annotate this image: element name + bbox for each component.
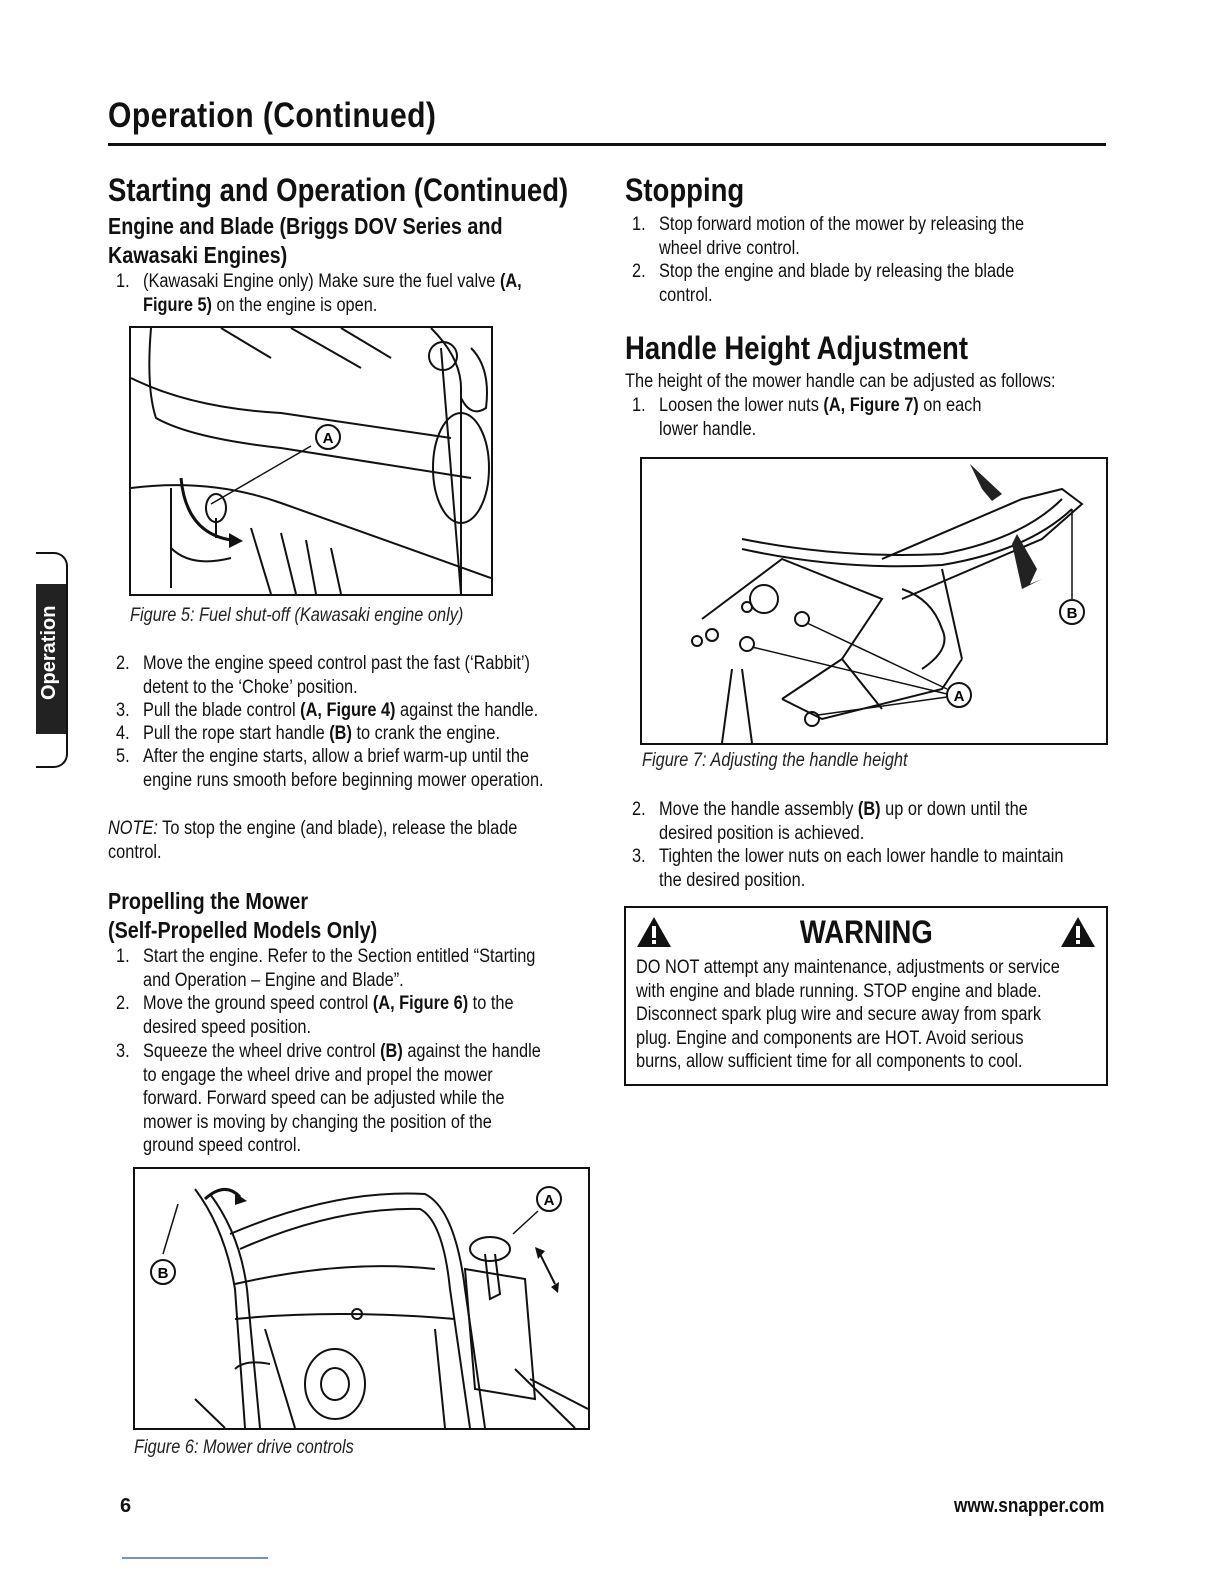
handle-intro: The height of the mower handle can be ad… [625, 371, 1056, 392]
warning-text: DO NOT attempt any maintenance, adjustme… [636, 957, 1060, 1073]
title-rule [108, 143, 1106, 146]
section-heading-handle-height: Handle Height Adjustment [625, 330, 968, 366]
down-arrow-icon [1012, 534, 1042, 589]
page-title: Operation (Continued) [108, 96, 437, 135]
figure5-callout-a-marker [315, 424, 341, 450]
figure-6-caption: Figure 6: Mower drive controls [134, 1437, 354, 1458]
subheading-engine-blade: Engine and Blade (Briggs DOV Series and … [108, 213, 503, 268]
section-heading-starting: Starting and Operation (Continued) [108, 172, 569, 208]
figure-7-handle-height: A B [640, 457, 1108, 745]
figure-7-caption: Figure 7: Adjusting the handle height [642, 750, 908, 771]
section-heading-stopping: Stopping [625, 172, 745, 208]
figure7-callout-b: B [1067, 605, 1078, 622]
figure6-callout-b-marker [150, 1259, 176, 1285]
warning-title: WARNING [799, 914, 933, 950]
footer-url: www.snapper.com [954, 1495, 1105, 1517]
page-number: 6 [120, 1495, 132, 1517]
side-tab-label: Operation [38, 605, 60, 700]
figure6-callout-a: A [544, 1192, 555, 1209]
figure-6-mower-drive-controls: B A [133, 1167, 590, 1430]
warning-box: WARNING DO NOT attempt any maintenance, … [624, 906, 1108, 1086]
figure7-callout-b-marker [1059, 599, 1085, 625]
note-text: NOTE: To stop the engine (and blade), re… [108, 818, 518, 863]
figure-5-caption: Figure 5: Fuel shut-off (Kawasaki engine… [130, 605, 464, 626]
figure6-callout-a-marker [536, 1186, 562, 1212]
warning-icon [637, 917, 671, 947]
up-arrow-icon [970, 464, 1002, 501]
subheading-propelling: Propelling the Mower (Self-Propelled Mod… [108, 888, 378, 943]
figure5-callout-a: A [323, 430, 334, 447]
side-tab-marker [36, 584, 66, 734]
figure7-callout-a: A [954, 688, 965, 705]
figure-5-fuel-shutoff: A [129, 326, 493, 596]
figure6-callout-b: B [158, 1265, 169, 1282]
warning-icon [1061, 917, 1095, 947]
side-tab [36, 552, 68, 768]
figure7-callout-a-marker [946, 682, 972, 708]
bottom-rule [122, 1557, 268, 1559]
